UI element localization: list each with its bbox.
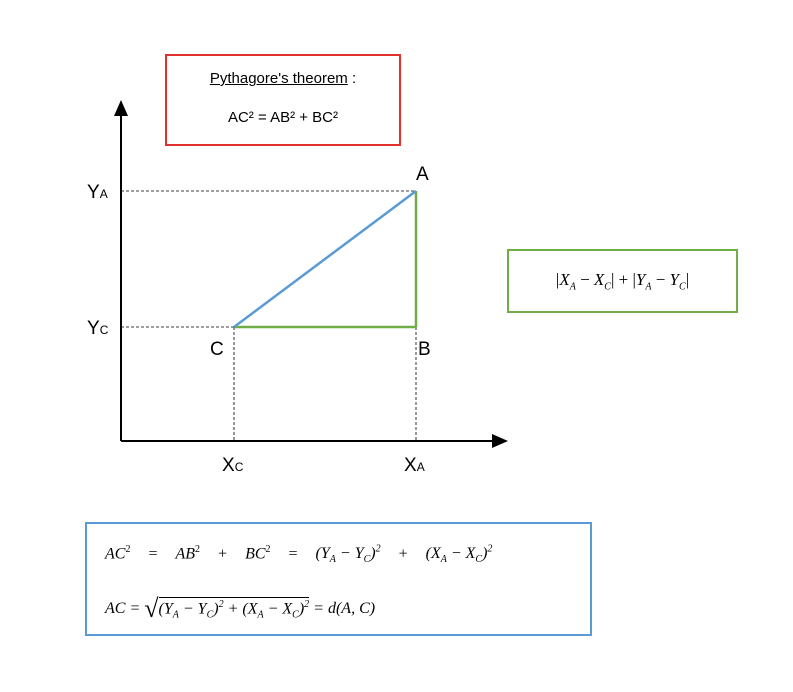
label-x-c-main: X — [222, 455, 235, 476]
f1-eq2: = — [288, 545, 298, 563]
formula-line-1: AC2 = AB2 + BC2 = (YA − YC)2 + (XA − XC)… — [105, 544, 492, 566]
hypotenuse-ac — [233, 189, 417, 329]
f2-i2-close: ) — [298, 600, 305, 617]
f1-eq1: = — [148, 545, 158, 563]
var-xa: X — [559, 269, 570, 289]
f1-bc: BC — [245, 545, 266, 563]
minus-1: − — [575, 269, 594, 289]
label-point-b: B — [418, 339, 431, 360]
theorem-title-box: Pythagore's theorem : AC² = AB² + BC² — [165, 54, 401, 146]
f2-i2-mid: − X — [263, 600, 293, 617]
label-x-c: XC — [222, 455, 244, 476]
sub-xc: C — [604, 281, 611, 293]
label-point-c: C — [210, 339, 224, 360]
theorem-heading-line: Pythagore's theorem : — [167, 70, 399, 87]
label-point-a: A — [416, 164, 429, 185]
var-ya: Y — [635, 269, 646, 289]
theorem-equation: AC² = AB² + BC² — [227, 109, 339, 126]
sqrt-icon: √ — [144, 594, 159, 623]
f1-ac-exp: 2 — [125, 544, 131, 555]
f1-term1: (YA − YC)2 — [315, 544, 381, 566]
f1-t1-mid: − Y — [335, 545, 364, 563]
manhattan-formula: |XA − XC| + |YA − YC| — [556, 270, 689, 292]
f1-t1-a: A — [329, 554, 336, 566]
f2-i1-c: C — [206, 609, 214, 621]
f1-t1-exp: 2 — [375, 544, 381, 555]
x-axis-arrow — [492, 434, 508, 448]
label-y-a: YA — [87, 182, 108, 203]
sub-ya: A — [645, 281, 652, 293]
f2-result: = d(A, C) — [309, 600, 376, 617]
f2-i1-open: (Y — [158, 600, 173, 617]
var-yc: Y — [669, 269, 680, 289]
f1-plus1: + — [218, 545, 228, 563]
label-y-a-sub: A — [100, 187, 108, 201]
f2-plus: + — [223, 600, 243, 617]
sub-xa: A — [569, 281, 576, 293]
f1-t2-a: A — [440, 554, 447, 566]
f1-term2: (XA − XC)2 — [425, 544, 493, 566]
label-y-c: YC — [87, 318, 109, 339]
f1-t2-c: C — [475, 554, 483, 566]
f1-t2-exp: 2 — [487, 544, 493, 555]
abs-mid: | + | — [610, 269, 636, 289]
f1-bc-exp: 2 — [265, 544, 271, 555]
distance-formula-box: AC2 = AB2 + BC2 = (YA − YC)2 + (XA − XC)… — [85, 522, 592, 636]
formula-line-2: AC = √(YA − YC)2 + (XA − XC)2 = d(A, C) — [105, 594, 375, 624]
sub-yc: C — [679, 281, 686, 293]
f1-ab-exp: 2 — [195, 544, 201, 555]
f1-t1-open: (Y — [315, 545, 330, 563]
y-axis-arrow — [114, 100, 128, 116]
label-y-a-main: Y — [87, 182, 100, 203]
f1-plus2: + — [398, 545, 408, 563]
var-xc: X — [593, 269, 605, 289]
label-x-a-main: X — [404, 455, 417, 476]
minus-2: − — [651, 269, 670, 289]
f2-radicand: (YA − YC)2 + (XA − XC)2 — [158, 596, 310, 621]
f2-ac: AC = — [105, 600, 145, 617]
f1-t1-close: ) — [370, 545, 376, 563]
f2-i1-mid: − Y — [178, 600, 207, 617]
f1-ac: AC — [105, 545, 126, 563]
label-y-c-main: Y — [87, 318, 100, 339]
label-x-c-sub: C — [235, 460, 244, 474]
f1-ab: AB — [175, 545, 196, 563]
label-y-c-sub: C — [100, 323, 109, 337]
f2-i2-exp: 2 — [304, 598, 310, 610]
label-x-a: XA — [404, 455, 425, 476]
f2-i1-exp: 2 — [218, 598, 224, 610]
f2-i1-a: A — [172, 609, 179, 621]
f1-t2-close: ) — [482, 545, 488, 563]
abs-close: | — [685, 269, 690, 289]
label-x-a-sub: A — [417, 460, 425, 474]
f1-t1-c: C — [363, 554, 371, 566]
f2-i2-c: C — [292, 609, 299, 621]
theorem-heading: Pythagore's theorem — [209, 70, 348, 87]
f2-i1-close: ) — [213, 600, 219, 617]
f2-i2-open: (X — [242, 600, 258, 617]
f1-t2-mid: − X — [446, 545, 476, 563]
f2-i2-a: A — [257, 609, 264, 621]
manhattan-distance-box: |XA − XC| + |YA − YC| — [507, 249, 738, 313]
theorem-colon: : — [347, 70, 357, 87]
f1-t2-open: (X — [425, 545, 441, 563]
abs-open: | — [555, 269, 560, 289]
